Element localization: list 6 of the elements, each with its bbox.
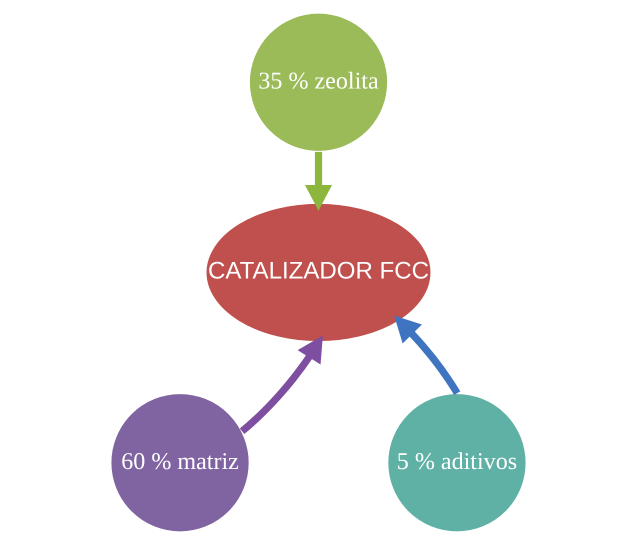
arrow [239, 335, 322, 434]
node-circle: 35 % zeolita [248, 12, 388, 152]
node-circle: 5 % aditivos [386, 392, 526, 533]
arrow [394, 316, 460, 396]
arrow [304, 152, 332, 211]
node-circle: 60 % matriz [110, 392, 250, 533]
